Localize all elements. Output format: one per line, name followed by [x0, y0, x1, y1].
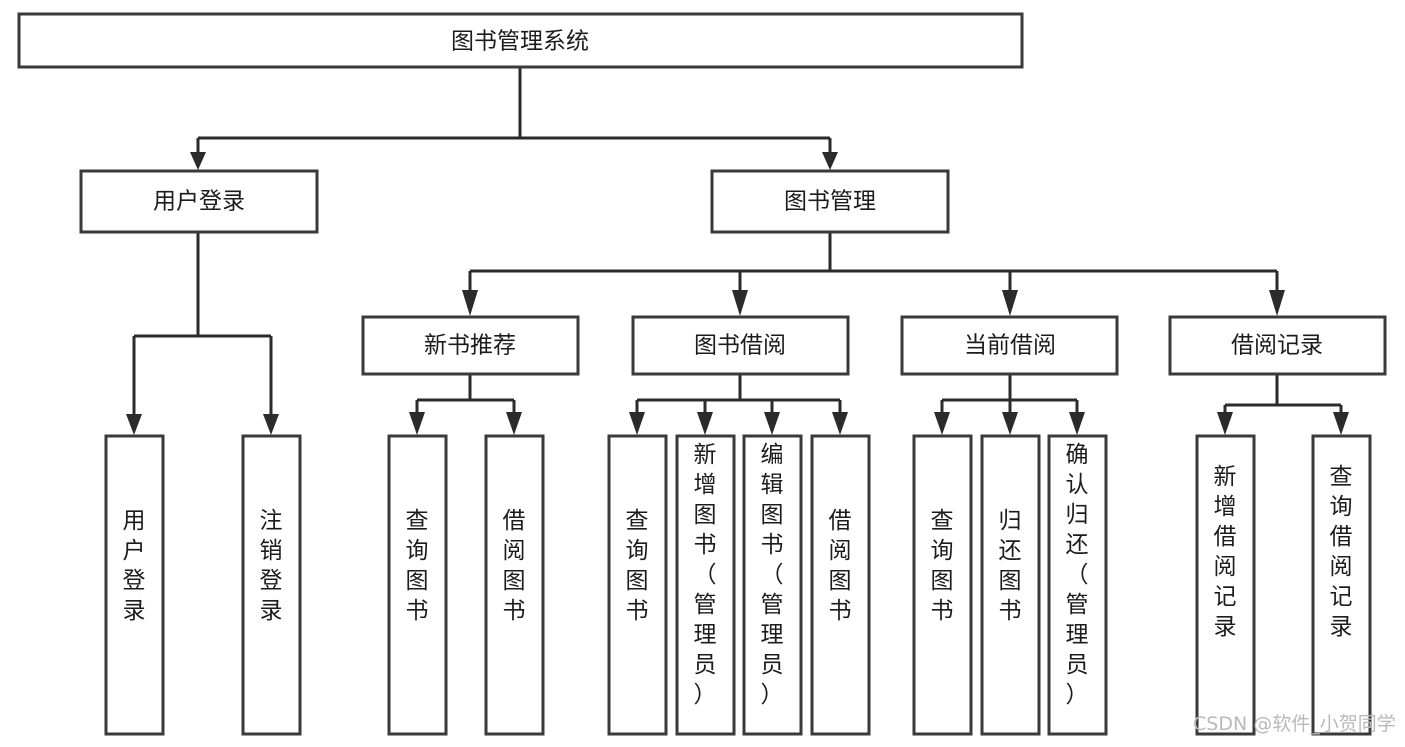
leaf-layer: 用户登录 注销登录 查询图书 借阅图书 查询图书 新增图书（管理员）	[104, 434, 1372, 736]
node-leaf-return-book-label: 归还图书	[999, 508, 1022, 624]
arrow-head-book-borrow	[732, 290, 748, 316]
node-new-book-rec-label: 新书推荐	[424, 333, 516, 359]
arrow-head-borrow-record	[1269, 290, 1285, 316]
node-leaf-add-book-admin-box[interactable]	[675, 434, 736, 736]
node-borrow-record[interactable]: 借阅记录	[1168, 315, 1387, 376]
node-leaf-return-book[interactable]: 归还图书	[980, 434, 1041, 736]
node-leaf-add-book-admin[interactable]: 新增图书（管理员）	[675, 434, 736, 736]
node-leaf-logout-login-box[interactable]	[241, 434, 302, 736]
node-book-manage-box[interactable]	[710, 169, 950, 234]
arrow-head-leaf-add-book-admin	[697, 412, 713, 435]
arrow-head-current-borrow	[1002, 290, 1018, 316]
node-book-manage[interactable]: 图书管理	[710, 169, 950, 234]
csdn-watermark: CSDN @软件_小贺同学	[1193, 713, 1396, 735]
node-leaf-borrow-book-rec-box[interactable]	[484, 434, 545, 736]
node-current-borrow-box[interactable]	[900, 315, 1119, 376]
node-leaf-add-borrow-record-label: 新增借阅记录	[1214, 464, 1237, 640]
node-leaf-query-book-rec-label: 查询图书	[406, 508, 429, 624]
arrow-head-leaf-user-login	[126, 414, 142, 435]
node-leaf-query-book-borrow[interactable]: 查询图书	[607, 434, 668, 736]
node-leaf-add-book-admin-label: 新增图书（管理员）	[694, 442, 717, 708]
node-leaf-add-borrow-record-box[interactable]	[1195, 434, 1256, 736]
arrow-head-book-manage	[822, 152, 838, 170]
node-leaf-logout-login-label: 注销登录	[260, 508, 283, 624]
node-user-login[interactable]: 用户登录	[79, 169, 319, 234]
arrow-head-leaf-query-borrow-record	[1333, 412, 1349, 435]
node-leaf-user-login[interactable]: 用户登录	[104, 434, 165, 736]
arrow-head-leaf-logout-login	[263, 414, 279, 435]
arrow-head-leaf-add-borrow-record	[1217, 412, 1233, 435]
node-leaf-borrow-book[interactable]: 借阅图书	[810, 434, 871, 736]
node-leaf-borrow-book-box[interactable]	[810, 434, 871, 736]
arrow-head-leaf-return-book	[1002, 412, 1018, 435]
node-leaf-user-login-label: 用户登录	[123, 508, 146, 624]
node-new-book-rec-box[interactable]	[361, 315, 580, 376]
arrow-head-leaf-query-book-rec	[409, 412, 425, 435]
node-leaf-query-borrow-record[interactable]: 查询借阅记录	[1311, 434, 1372, 736]
arrow-head-leaf-query-book-borrow	[629, 412, 645, 435]
node-root-label: 图书管理系统	[451, 29, 589, 55]
node-leaf-user-login-box[interactable]	[104, 434, 165, 736]
node-leaf-borrow-book-rec[interactable]: 借阅图书	[484, 434, 545, 736]
node-leaf-confirm-return-admin-label: 确认归还（管理员）	[1066, 442, 1089, 708]
node-book-borrow-label: 图书借阅	[694, 333, 786, 359]
arrow-head-leaf-confirm-return-admin	[1069, 412, 1085, 435]
node-book-borrow[interactable]: 图书借阅	[631, 315, 850, 376]
node-borrow-record-label: 借阅记录	[1231, 333, 1323, 359]
node-book-manage-label: 图书管理	[784, 189, 876, 215]
node-current-borrow[interactable]: 当前借阅	[900, 315, 1119, 376]
node-leaf-edit-book-admin-box[interactable]	[742, 434, 803, 736]
node-leaf-borrow-book-rec-label: 借阅图书	[503, 508, 526, 624]
arrow-head-leaf-edit-book-admin	[764, 412, 780, 435]
node-leaf-confirm-return-admin[interactable]: 确认归还（管理员）	[1047, 434, 1108, 736]
node-user-login-label: 用户登录	[153, 189, 245, 215]
node-user-login-box[interactable]	[79, 169, 319, 234]
node-leaf-return-book-box[interactable]	[980, 434, 1041, 736]
arrow-head-user-login	[190, 152, 206, 170]
node-leaf-query-borrow-record-box[interactable]	[1311, 434, 1372, 736]
node-leaf-add-borrow-record[interactable]: 新增借阅记录	[1195, 434, 1256, 736]
node-book-borrow-box[interactable]	[631, 315, 850, 376]
node-leaf-query-borrow-record-label: 查询借阅记录	[1330, 464, 1353, 640]
node-borrow-record-box[interactable]	[1168, 315, 1387, 376]
node-leaf-query-book-rec-box[interactable]	[387, 434, 448, 736]
node-root[interactable]: 图书管理系统	[17, 12, 1024, 69]
node-root-box[interactable]	[17, 12, 1024, 69]
node-leaf-borrow-book-label: 借阅图书	[829, 508, 852, 624]
node-leaf-query-book-rec[interactable]: 查询图书	[387, 434, 448, 736]
arrow-head-leaf-query-book-current	[934, 412, 950, 435]
arrow-head-leaf-borrow-book	[832, 412, 848, 435]
node-leaf-edit-book-admin[interactable]: 编辑图书（管理员）	[742, 434, 803, 736]
arrow-head-leaf-borrow-book-rec	[506, 412, 522, 435]
arrow-head-new-book-rec	[462, 290, 478, 316]
node-leaf-query-book-current[interactable]: 查询图书	[912, 434, 973, 736]
node-new-book-rec[interactable]: 新书推荐	[361, 315, 580, 376]
connector-layer	[126, 67, 1349, 435]
node-leaf-query-book-borrow-label: 查询图书	[626, 508, 649, 624]
node-leaf-confirm-return-admin-box[interactable]	[1047, 434, 1108, 736]
node-leaf-query-book-current-label: 查询图书	[931, 508, 954, 624]
node-leaf-query-book-borrow-box[interactable]	[607, 434, 668, 736]
node-leaf-logout-login[interactable]: 注销登录	[241, 434, 302, 736]
node-current-borrow-label: 当前借阅	[964, 333, 1056, 359]
node-leaf-edit-book-admin-label: 编辑图书（管理员）	[761, 442, 784, 708]
node-leaf-query-book-current-box[interactable]	[912, 434, 973, 736]
